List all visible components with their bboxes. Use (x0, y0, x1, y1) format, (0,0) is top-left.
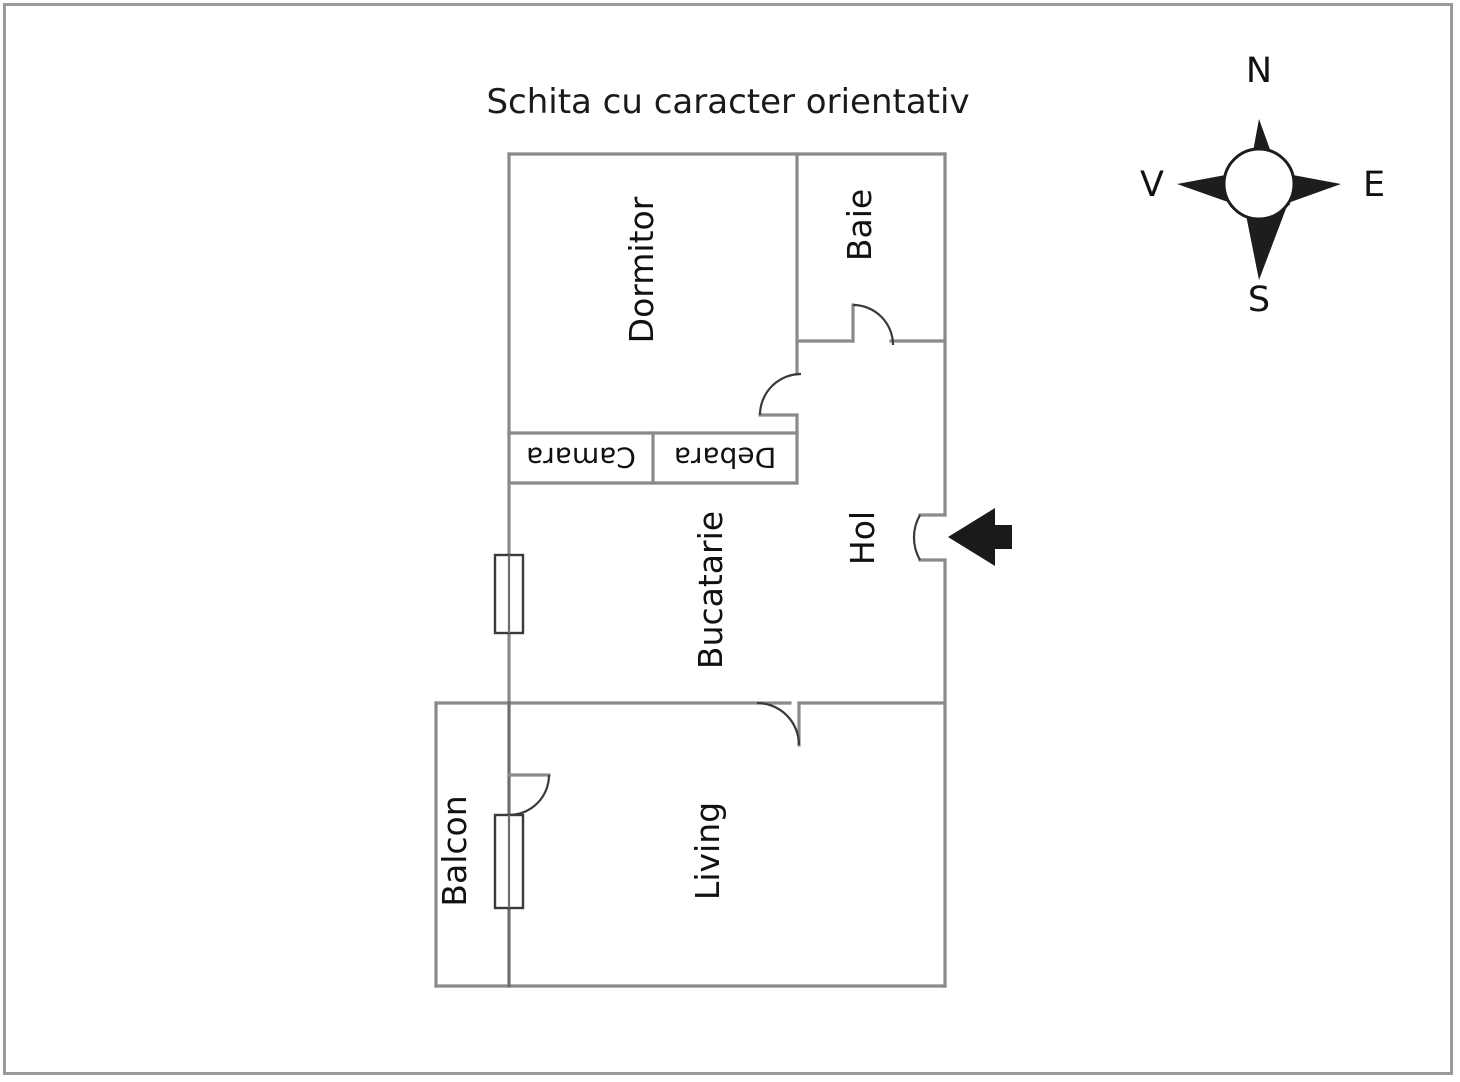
room-label-dormitor: Dormitor (622, 196, 661, 343)
entry-direction-arrow (948, 508, 1012, 566)
baie-door[interactable] (851, 303, 895, 346)
compass-label-west: V (1140, 165, 1164, 205)
compass-center-circle (1222, 147, 1296, 221)
dormitor-door-swing-arc (758, 372, 802, 416)
room-label-baie: Baie (840, 189, 879, 261)
bucatarie-window (493, 553, 525, 635)
compass-rose: N E S V (1140, 51, 1385, 320)
room-label-hol: Hol (843, 511, 882, 565)
entry-arrow-icon (948, 508, 1012, 566)
balcon-door-swing-arc (508, 774, 551, 817)
dormitor-door[interactable] (758, 372, 802, 417)
living-door[interactable] (756, 701, 801, 747)
room-label-living: Living (688, 802, 727, 900)
room-label-camara: Camara (526, 441, 636, 474)
compass-label-east: E (1363, 165, 1385, 205)
page-title: Schita cu caracter orientativ (486, 82, 969, 122)
room-label-bucatarie: Bucatarie (691, 511, 730, 669)
compass-label-south: S (1248, 280, 1270, 320)
room-label-debara: Debara (674, 441, 776, 474)
living-door-swing-arc (756, 701, 801, 746)
balcon-door[interactable] (507, 773, 551, 817)
entrance-door-swing-arc (912, 514, 921, 561)
baie-door-swing-arc (852, 303, 895, 346)
compass-label-north: N (1246, 51, 1272, 91)
room-label-balcon: Balcon (435, 795, 474, 906)
wall-group (434, 152, 947, 988)
entrance-door[interactable] (912, 513, 947, 562)
living-window (493, 813, 525, 910)
